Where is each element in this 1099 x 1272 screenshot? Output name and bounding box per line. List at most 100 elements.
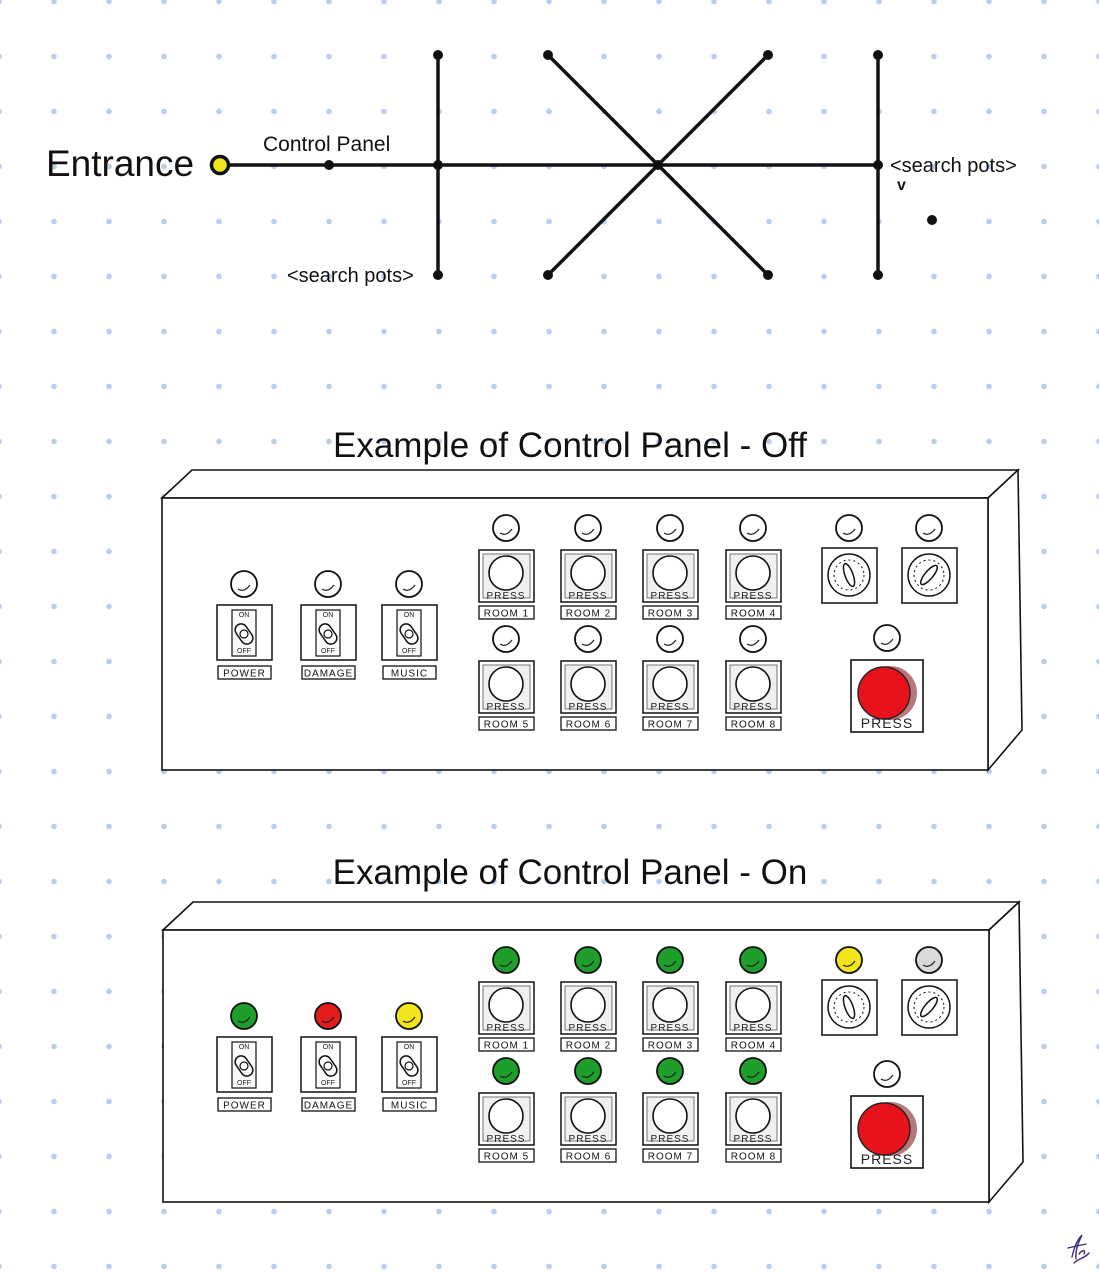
panel-off-toggle-music-on-text: ON — [404, 612, 415, 619]
panel-on-toggle-damage-plate — [301, 1097, 356, 1112]
entrance-node — [209, 154, 231, 176]
panel-on-big-press-button[interactable]: PRESS — [850, 1060, 924, 1169]
panel-on-box-side — [988, 900, 1024, 1205]
panel-off-dial-1-knob-icon — [842, 562, 856, 588]
panel-on-dial-1[interactable] — [821, 946, 878, 1036]
panel-off-room-1-button-label: ROOM 1 — [484, 609, 529, 620]
panel-on-room-5-button-lamp — [492, 1057, 520, 1085]
panel-on-room-1-button-plate — [478, 1037, 535, 1052]
panel-off-toggle-damage-lamp-glint — [321, 584, 335, 591]
panel-off-room-4-button-cap-icon — [735, 555, 771, 591]
map-nodes — [324, 50, 937, 280]
panel-off-room-8-button[interactable]: PRESS ROOM 8 — [725, 625, 782, 731]
panel-off-room-3-button-plate — [642, 605, 699, 620]
panel-on-room-6-button-label: ROOM 6 — [566, 1152, 611, 1163]
panel-off-toggle-music-plate — [382, 665, 437, 680]
panel-off-toggle-music-pivot — [404, 629, 414, 639]
panel-on-toggle-music-lamp-glint — [402, 1016, 416, 1023]
panel-off-toggle-damage-label: DAMAGE — [304, 669, 353, 680]
panel-on-room-8-button-cap-icon — [735, 1098, 771, 1134]
panel-on-room-6-button-lamp-glint — [581, 1071, 595, 1078]
panel-on-dial-1-ticks — [833, 991, 865, 1023]
node-control-panel — [324, 160, 334, 170]
artist-signature — [1067, 1234, 1090, 1264]
panel-on-room-7-button-cap-icon — [652, 1098, 688, 1134]
panel-off-big-press-button-lamp-glint — [880, 638, 894, 645]
panel-off-room-8-button-lamp-glint — [746, 639, 760, 646]
panel-on-room-6-button-lamp — [574, 1057, 602, 1085]
panel-off-room-5-button-lamp — [492, 625, 520, 653]
panel-on-room-4-button-plate — [725, 1037, 782, 1052]
panel-off-title: Example of Control Panel - Off — [333, 426, 807, 465]
panel-on-room-5-button-label: ROOM 5 — [484, 1152, 529, 1163]
panel-off-room-1-button-plate — [478, 605, 535, 620]
node-right-top — [873, 50, 883, 60]
search-pots-right-label: <search pots> — [890, 155, 1017, 177]
map-diagram — [223, 53, 880, 277]
panel-off-toggle-power-lamp-glint — [237, 584, 251, 591]
control-panel-on: Example of Control Panel - OnONOFFPOWERO… — [160, 853, 1024, 1205]
panel-on-dial-2[interactable] — [901, 946, 958, 1036]
panel-off-toggle-music-off-text: OFF — [402, 648, 416, 655]
panel-on-toggle-music-lamp — [395, 1002, 423, 1030]
panel-off-room-4-button-press-text: PRESS — [734, 591, 773, 602]
panel-off-room-8-button-plate — [725, 716, 782, 731]
panel-on-dial-1-lamp — [835, 946, 863, 974]
search-pots-left-label: <search pots> — [287, 265, 414, 287]
panel-off-room-6-button-press-text: PRESS — [569, 702, 608, 713]
panel-on-dial-2-lamp — [915, 946, 943, 974]
node-right-mid — [873, 160, 883, 170]
panel-off-dial-1-lamp — [835, 514, 863, 542]
panel-on-room-7-button-press-text: PRESS — [651, 1134, 690, 1145]
panel-on-room-3-button-press-text: PRESS — [651, 1023, 690, 1034]
panel-on-room-4-button-cap-icon — [735, 987, 771, 1023]
panel-off-toggle-damage-on-text: ON — [323, 612, 334, 619]
panel-off-room-3-button-label: ROOM 3 — [648, 609, 693, 620]
panel-off-toggle-power-on-text: ON — [239, 612, 250, 619]
panel-off-dial-2-lamp-glint — [922, 528, 936, 535]
panel-on-big-press-button-press-text: PRESS — [861, 1151, 913, 1167]
panel-off-toggle-music-lamp — [395, 570, 423, 598]
panel-off-dial-2[interactable] — [901, 514, 958, 604]
panel-off-room-8-button-label: ROOM 8 — [731, 720, 776, 731]
panel-off-toggle-power-plate — [217, 665, 272, 680]
panel-on-toggle-music-on-text: ON — [404, 1044, 415, 1051]
panel-on-room-8-button-label: ROOM 8 — [731, 1152, 776, 1163]
panel-off-room-2-button-lamp-glint — [581, 528, 595, 535]
panel-on-room-7-button-lamp — [656, 1057, 684, 1085]
panel-on-dial-1-knob-icon — [842, 994, 856, 1020]
panel-off-room-7-button-cap-icon — [652, 666, 688, 702]
panel-off-room-8-button-cap-icon — [735, 666, 771, 702]
panel-off-dial-1[interactable] — [821, 514, 878, 604]
panel-on-room-2-button-label: ROOM 2 — [566, 1041, 611, 1052]
panel-on-room-1-button-label: ROOM 1 — [484, 1041, 529, 1052]
panel-on-room-6-button-cap-icon — [570, 1098, 606, 1134]
panel-on-dial-2-ticks — [913, 991, 945, 1023]
panel-on-room-4-button-lamp — [739, 946, 767, 974]
panel-off-dial-1-lamp-glint — [842, 528, 856, 535]
panel-off-room-8-button-press-text: PRESS — [734, 702, 773, 713]
panel-off-room-8-button-lamp — [739, 625, 767, 653]
panel-off-big-press-button[interactable]: PRESS — [850, 624, 924, 733]
